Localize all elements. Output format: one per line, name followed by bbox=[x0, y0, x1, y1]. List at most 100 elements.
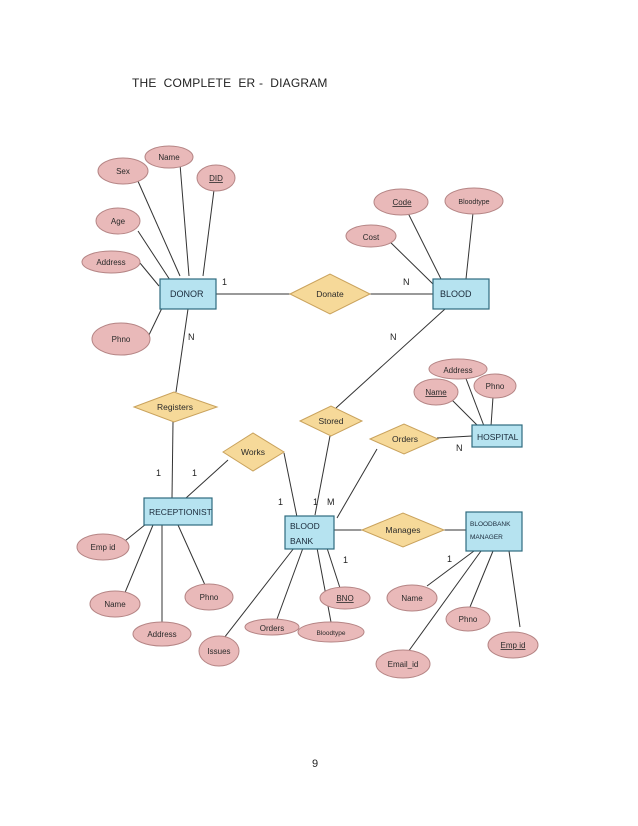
entities: DONOR BLOOD HOSPITAL RECEPTIONIST BLOOD … bbox=[143, 278, 523, 552]
line-donor-address bbox=[139, 262, 160, 287]
line-donor-age bbox=[137, 230, 171, 281]
cardinality-bloodbank-manages: 1 bbox=[343, 555, 348, 565]
attribute-manager-name: Name bbox=[386, 584, 438, 612]
diagram-title: THE COMPLETE ER - DIAGRAM bbox=[132, 76, 328, 90]
relationship-stored: Stored bbox=[298, 405, 364, 437]
attribute-receptionist-empid: Emp id bbox=[76, 533, 130, 561]
attribute-manager-empid: Emp id bbox=[487, 631, 539, 659]
relationship-works: Works bbox=[222, 432, 285, 472]
attribute-hospital-phno: Phno bbox=[473, 373, 517, 399]
cardinality-orders-hospital: N bbox=[456, 443, 463, 453]
attribute-blood-code-label: Code bbox=[392, 198, 412, 207]
line-orders-hospital bbox=[436, 435, 473, 439]
line-bloodbank-orders bbox=[336, 448, 378, 519]
entity-blood-bank-label-line1: BLOOD bbox=[290, 521, 320, 531]
line-donor-registers bbox=[175, 308, 189, 393]
relationship-manages: Manages bbox=[360, 512, 446, 548]
attribute-bloodbank-bno-label: BNO bbox=[336, 594, 353, 603]
attribute-blood-cost-label: Cost bbox=[363, 233, 380, 242]
line-blood-stored bbox=[335, 308, 446, 409]
relationship-registers-label: Registers bbox=[157, 402, 193, 412]
attribute-manager-email-label: Email_id bbox=[388, 660, 419, 669]
attribute-bloodbank-orders-label: Orders bbox=[260, 624, 284, 633]
entity-receptionist: RECEPTIONIST bbox=[143, 497, 213, 526]
line-receptionist-name bbox=[123, 524, 154, 596]
line-donor-phno bbox=[147, 307, 163, 338]
line-receptionist-phno bbox=[177, 524, 206, 586]
attribute-receptionist-name: Name bbox=[89, 590, 141, 618]
page-number: 9 bbox=[312, 758, 319, 770]
attribute-bloodbank-bno: BNO bbox=[319, 586, 371, 610]
cardinality-donate-blood: N bbox=[403, 277, 410, 287]
attribute-manager-phno-label: Phno bbox=[459, 615, 478, 624]
attribute-bloodbank-bloodtype-label: Bloodtype bbox=[317, 630, 346, 637]
relationship-orders: Orders bbox=[368, 423, 440, 455]
line-registers-receptionist bbox=[171, 421, 174, 499]
entity-hospital: HOSPITAL bbox=[471, 424, 523, 448]
attribute-donor-sex-label: Sex bbox=[116, 167, 130, 176]
line-donor-sex bbox=[136, 178, 181, 277]
line-manager-phno bbox=[469, 550, 494, 608]
relationship-donate-label: Donate bbox=[316, 289, 344, 299]
cardinality-receptionist-works: 1 bbox=[192, 468, 197, 478]
cardinality-blood-stored: N bbox=[390, 332, 397, 342]
relationship-registers: Registers bbox=[132, 391, 219, 423]
attribute-blood-cost: Cost bbox=[345, 224, 397, 248]
entity-donor-label: DONOR bbox=[170, 289, 204, 299]
attribute-bloodbank-bloodtype: Bloodtype bbox=[297, 621, 365, 643]
attributes: Sex Name DID Age Address Phno bbox=[76, 145, 539, 679]
attribute-hospital-address: Address bbox=[428, 358, 488, 380]
line-bloodbank-orders-attr bbox=[276, 547, 304, 620]
cardinality-orders-bloodbank: M bbox=[327, 497, 335, 507]
attribute-bloodbank-issues-label: Issues bbox=[207, 647, 230, 656]
attribute-blood-code: Code bbox=[373, 188, 429, 216]
attribute-bloodbank-issues: Issues bbox=[198, 635, 240, 667]
attribute-donor-name-label: Name bbox=[158, 153, 180, 162]
attribute-donor-name: Name bbox=[144, 145, 194, 169]
relationship-donate: Donate bbox=[288, 273, 372, 315]
attribute-receptionist-empid-label: Emp id bbox=[91, 543, 116, 552]
line-hospital-phno bbox=[490, 396, 494, 427]
attribute-donor-did-label: DID bbox=[209, 174, 223, 183]
relationship-stored-label: Stored bbox=[318, 416, 343, 426]
attribute-receptionist-phno-label: Phno bbox=[200, 593, 219, 602]
attribute-receptionist-address: Address bbox=[132, 621, 192, 647]
line-bloodbank-bno bbox=[326, 547, 341, 589]
attribute-donor-age: Age bbox=[95, 207, 141, 235]
cardinality-donor-registers: N bbox=[188, 332, 195, 342]
entity-blood: BLOOD bbox=[432, 278, 490, 310]
attribute-manager-phno: Phno bbox=[445, 606, 491, 632]
line-manager-name bbox=[426, 550, 475, 587]
line-hospital-address bbox=[464, 375, 485, 427]
attribute-bloodbank-orders: Orders bbox=[244, 618, 300, 636]
entity-bloodbank-manager: BLOODBANK MANAGER bbox=[465, 511, 523, 552]
attribute-receptionist-phno: Phno bbox=[184, 583, 234, 611]
attribute-hospital-name: Name bbox=[413, 378, 459, 406]
relationship-manages-label: Manages bbox=[386, 525, 421, 535]
attribute-blood-bloodtype-label: Bloodtype bbox=[458, 199, 489, 206]
attribute-manager-empid-label: Emp id bbox=[501, 641, 526, 650]
entity-manager-label-line2: MANAGER bbox=[470, 534, 503, 541]
attribute-donor-phno: Phno bbox=[91, 322, 151, 356]
attribute-donor-did: DID bbox=[196, 164, 236, 192]
attribute-manager-name-label: Name bbox=[401, 594, 423, 603]
attribute-manager-email: Email_id bbox=[375, 649, 431, 679]
attribute-hospital-phno-label: Phno bbox=[486, 382, 505, 391]
entity-blood-bank: BLOOD BANK bbox=[284, 515, 335, 550]
attribute-donor-sex: Sex bbox=[97, 157, 149, 185]
attribute-hospital-address-label: Address bbox=[443, 366, 472, 375]
cardinality-works-bloodbank: 1 bbox=[278, 497, 283, 507]
line-donor-did bbox=[202, 189, 215, 277]
line-donor-name bbox=[179, 163, 190, 277]
entity-blood-bank-label-line2: BANK bbox=[290, 536, 313, 546]
line-blood-code bbox=[407, 212, 442, 280]
attribute-hospital-name-label: Name bbox=[425, 388, 447, 397]
attribute-donor-phno-label: Phno bbox=[112, 335, 131, 344]
entity-receptionist-label: RECEPTIONIST bbox=[149, 507, 212, 517]
line-bloodbank-issues bbox=[223, 547, 295, 639]
line-hospital-name bbox=[451, 399, 479, 427]
line-receptionist-works bbox=[185, 459, 229, 499]
line-stored-bloodbank bbox=[314, 435, 331, 516]
relationships: Donate Registers Works Stored Orders Man… bbox=[132, 273, 446, 548]
